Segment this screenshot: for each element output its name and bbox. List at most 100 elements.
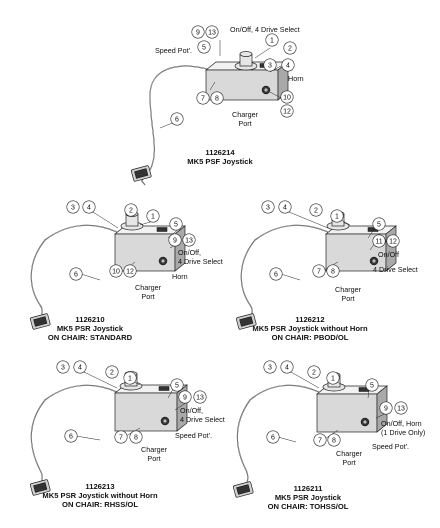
callout-number: 9 bbox=[196, 29, 200, 36]
callout-circle bbox=[309, 203, 323, 217]
diagram-title: MK5 PSR Joystick without Horn bbox=[252, 324, 368, 333]
callout-number: 1 bbox=[335, 213, 339, 220]
callout-number: 8 bbox=[332, 437, 336, 444]
plug-pins bbox=[33, 316, 48, 327]
part-number: 1126213 bbox=[85, 482, 114, 491]
callout-number: 1 bbox=[270, 37, 274, 44]
callout-bubble: 2 bbox=[105, 365, 119, 379]
connector-plug bbox=[130, 165, 152, 182]
callout-bubble: 8 bbox=[210, 91, 224, 105]
label-speed: Speed Pot'. bbox=[155, 46, 192, 55]
cable-core bbox=[141, 66, 212, 186]
callout-number: 10 bbox=[112, 268, 120, 275]
callout-bubble: 4 bbox=[281, 58, 295, 72]
callout-bubble: 6 bbox=[69, 267, 83, 281]
callout-number: 9 bbox=[173, 237, 177, 244]
callout-circle bbox=[169, 217, 183, 231]
callout-circle bbox=[129, 430, 143, 444]
callout-number: 5 bbox=[175, 382, 179, 389]
callout-bubble: 6 bbox=[269, 267, 283, 281]
diagram-title: MK5 PSR Joystick bbox=[57, 324, 124, 333]
callout-number: 3 bbox=[268, 364, 272, 371]
callout-bubble: 9 bbox=[168, 233, 182, 247]
label-charger: Port bbox=[141, 292, 154, 301]
callout-circle bbox=[205, 25, 219, 39]
callout-circle bbox=[280, 360, 294, 374]
callout-number: 12 bbox=[126, 268, 134, 275]
leader-line bbox=[167, 388, 174, 399]
plug-pins bbox=[236, 484, 251, 495]
callout-number: 4 bbox=[87, 204, 91, 211]
callout-bubble: 12 bbox=[386, 234, 400, 248]
plug-pins bbox=[33, 482, 48, 493]
callout-bubble: 1 bbox=[326, 371, 340, 385]
callout-circle bbox=[394, 401, 408, 415]
callout-number: 12 bbox=[389, 238, 397, 245]
charger-port-pin bbox=[161, 259, 165, 263]
label-charger: Charger bbox=[232, 110, 259, 119]
callout-circle bbox=[326, 371, 340, 385]
callout-number: 6 bbox=[69, 433, 73, 440]
callout-number: 12 bbox=[283, 108, 291, 115]
callout-number: 2 bbox=[110, 369, 114, 376]
callout-number: 3 bbox=[268, 62, 272, 69]
callout-number: 13 bbox=[397, 405, 405, 412]
diagram-title: MK5 PSR Joystick without Horn bbox=[42, 491, 158, 500]
callout-number: 6 bbox=[74, 271, 78, 278]
cable-core bbox=[237, 385, 320, 491]
callout-circle bbox=[280, 90, 294, 104]
leader-line bbox=[92, 211, 119, 229]
callout-number: 13 bbox=[208, 29, 216, 36]
callout-bubble: 13 bbox=[205, 25, 219, 39]
callout-bubble: 13 bbox=[182, 233, 196, 247]
callout-bubble: 5 bbox=[372, 217, 386, 231]
callout-number: 3 bbox=[61, 364, 65, 371]
label-on-off: On/Off, Horn bbox=[381, 419, 422, 428]
leader-line bbox=[254, 47, 271, 59]
leader-line bbox=[75, 435, 101, 441]
callout-circle bbox=[146, 209, 160, 223]
callout-circle bbox=[269, 267, 283, 281]
callout-number: 4 bbox=[78, 364, 82, 371]
callout-number: 1 bbox=[151, 213, 155, 220]
module-button bbox=[156, 227, 168, 232]
callout-circle bbox=[280, 104, 294, 118]
label-horn: Horn bbox=[172, 272, 188, 281]
callout-bubble: 9 bbox=[178, 390, 192, 404]
callout-bubble: 4 bbox=[280, 360, 294, 374]
label-speed: Speed Pot'. bbox=[175, 431, 212, 440]
diagram-subtitle: ON CHAIR: STANDARD bbox=[48, 333, 133, 342]
label-charger: Charger bbox=[336, 449, 363, 458]
diagram-title: MK5 PSR Joystick bbox=[275, 493, 342, 502]
plug-pins bbox=[134, 168, 149, 179]
callout-circle bbox=[266, 430, 280, 444]
callout-circle bbox=[191, 25, 205, 39]
callout-bubble: 2 bbox=[307, 365, 321, 379]
charger-port-pin bbox=[163, 419, 167, 423]
label-charger: Charger bbox=[335, 285, 362, 294]
callout-bubble: 3 bbox=[66, 200, 80, 214]
callout-number: 6 bbox=[274, 271, 278, 278]
callout-bubble: 4 bbox=[82, 200, 96, 214]
label-charger: Charger bbox=[141, 445, 168, 454]
callout-bubble: 3 bbox=[263, 360, 277, 374]
callout-circle bbox=[261, 200, 275, 214]
callout-circle bbox=[114, 430, 128, 444]
module-front bbox=[316, 393, 378, 433]
callout-number: 9 bbox=[384, 405, 388, 412]
callout-number: 8 bbox=[134, 434, 138, 441]
callout-circle bbox=[330, 209, 344, 223]
callout-circle bbox=[170, 112, 184, 126]
callout-bubble: 9 bbox=[379, 401, 393, 415]
leader-line bbox=[80, 273, 101, 281]
leader-line bbox=[269, 91, 282, 99]
callout-circle bbox=[312, 264, 326, 278]
leader-line bbox=[83, 371, 118, 389]
label-charger: Port bbox=[147, 454, 160, 463]
callout-bubble: 5 bbox=[365, 378, 379, 392]
